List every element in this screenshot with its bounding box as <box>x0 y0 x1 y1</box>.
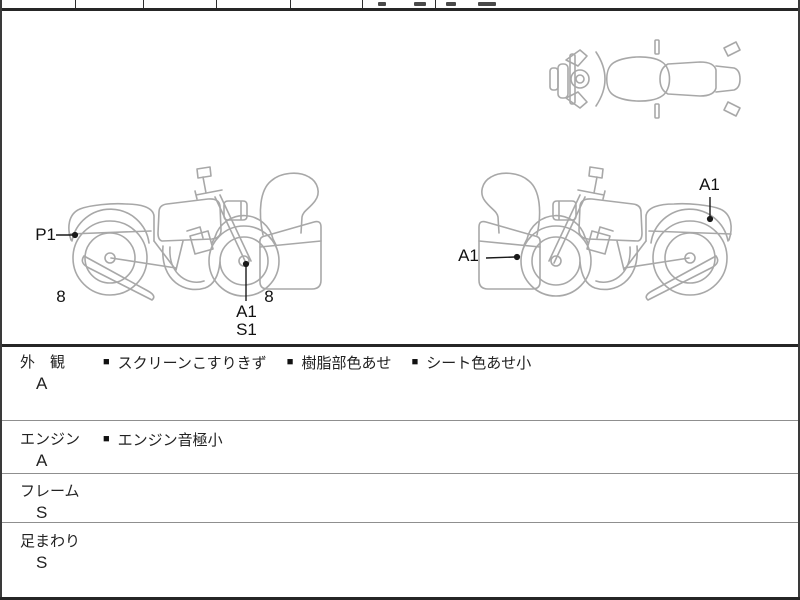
truncated-text-fragment <box>478 2 496 6</box>
note-item: ■ スクリーンこすりきず <box>103 352 267 373</box>
header-cell-divider <box>435 0 436 8</box>
note-bullet-icon: ■ <box>286 356 294 368</box>
note-text: 樹脂部色あせ <box>301 355 392 372</box>
sheet-right-border <box>798 0 800 600</box>
motorcycle-left-side-view <box>68 166 322 301</box>
grade-value-frame: S <box>36 503 48 522</box>
header-cell-divider <box>290 0 291 8</box>
row-divider <box>2 522 798 523</box>
header-cell-divider <box>143 0 144 8</box>
marker-label-front-8: 8 <box>264 287 274 306</box>
grade-value-undercarriage: S <box>36 553 48 572</box>
category-label-exterior: 外 観 <box>20 354 66 371</box>
note-text: エンジン音極小 <box>117 432 223 449</box>
notes-exterior: ■ スクリーンこすりきず ■ 樹脂部色あせ ■ シート色あせ小 <box>103 352 547 373</box>
note-item: ■ シート色あせ小 <box>412 352 532 373</box>
category-label-engine: エンジン <box>20 431 81 448</box>
truncated-text-fragment <box>446 2 456 6</box>
truncated-text-fragment <box>414 2 426 6</box>
note-bullet-icon: ■ <box>103 433 110 445</box>
note-bullet-icon: ■ <box>411 356 419 368</box>
header-bottom-rule <box>0 8 800 11</box>
sheet-bottom-border <box>0 597 800 600</box>
marker-label-p1: P1 <box>35 225 56 244</box>
row-divider <box>2 473 798 474</box>
header-cell-divider <box>75 0 76 8</box>
truncated-text-fragment <box>378 2 386 6</box>
note-text: シート色あせ小 <box>426 355 532 372</box>
marker-leader-lines <box>56 197 714 301</box>
sheet-left-border <box>0 0 2 600</box>
notes-engine: ■ エンジン音極小 <box>103 429 239 450</box>
grade-value-exterior: A <box>36 374 48 393</box>
motorcycle-top-view <box>549 39 741 119</box>
marker-label-s1: S1 <box>236 320 257 339</box>
grade-value-engine: A <box>36 451 48 470</box>
row-divider <box>2 420 798 421</box>
note-bullet-icon: ■ <box>103 356 110 368</box>
motorcycle-right-side-view <box>478 166 732 301</box>
marker-label-rear-8: 8 <box>56 287 66 306</box>
header-cell-divider <box>362 0 363 8</box>
marker-label-right-rear-a1: A1 <box>699 175 720 194</box>
marker-label-right-front-a1: A1 <box>458 246 479 265</box>
note-text: スクリーンこすりきず <box>117 355 267 372</box>
table-top-rule <box>0 344 800 347</box>
category-label-undercarriage: 足まわり <box>20 533 81 550</box>
note-item: ■ エンジン音極小 <box>103 429 223 450</box>
header-cell-divider <box>216 0 217 8</box>
note-item: ■ 樹脂部色あせ <box>287 352 392 373</box>
marker-label-a1: A1 <box>236 302 257 321</box>
category-label-frame: フレーム <box>20 483 80 500</box>
